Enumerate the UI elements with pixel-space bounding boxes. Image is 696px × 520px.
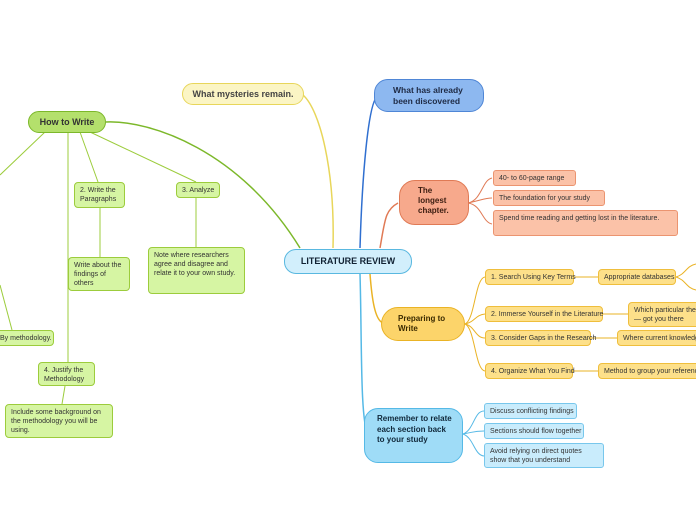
remember-item-3[interactable]: Avoid relying on direct quotes show that…	[484, 443, 604, 468]
link-how-analyze	[89, 131, 197, 183]
link-how-left	[0, 131, 46, 176]
link-center-how-to-write	[105, 121, 301, 249]
link-center-longest	[379, 202, 399, 249]
link-how-bymeth	[0, 284, 13, 331]
link-step1-more-2	[675, 276, 696, 291]
central-topic[interactable]: LITERATURE REVIEW	[284, 249, 412, 274]
link-how-paragraphs	[79, 131, 99, 183]
link-preparing-step-1	[464, 276, 486, 325]
link-longest-item-1	[467, 177, 493, 204]
preparing-step-4[interactable]: 4. Organize What You Find	[485, 363, 575, 379]
preparing-step-3-detail[interactable]: Where current knowledg	[617, 330, 696, 346]
link-remember-item-3	[462, 433, 485, 457]
link-justify-detail	[61, 385, 66, 405]
preparing-to-write-topic[interactable]: Preparing to Write	[381, 307, 465, 341]
justify-detail-node[interactable]: Include some background on the methodolo…	[5, 404, 113, 438]
analyze-node[interactable]: 3. Analyze	[176, 182, 220, 198]
link-preparing-step-2	[464, 313, 486, 325]
preparing-step-1-detail[interactable]: Appropriate databases	[598, 269, 676, 285]
justify-methodology-node[interactable]: 4. Justify the Methodology	[38, 362, 95, 386]
longest-item-2[interactable]: The foundation for your study	[493, 190, 605, 206]
longest-chapter-topic[interactable]: The longest chapter.	[399, 180, 469, 225]
link-center-mysteries	[302, 94, 334, 249]
discovered-topic[interactable]: What has already been discovered	[374, 79, 484, 112]
analyze-detail-node[interactable]: Note where researchers agree and disagre…	[148, 247, 245, 294]
remember-item-1[interactable]: Discuss conflicting findings	[484, 403, 577, 419]
preparing-step-4-detail[interactable]: Method to group your referenc	[598, 363, 696, 379]
write-paragraphs-node[interactable]: 2. Write the Paragraphs	[74, 182, 125, 208]
how-to-write-topic[interactable]: How to Write	[28, 111, 106, 133]
link-preparing-step-4	[464, 323, 486, 372]
by-methodology-node[interactable]: By methodology.	[0, 330, 54, 346]
longest-item-3[interactable]: Spend time reading and getting lost in t…	[493, 210, 678, 236]
link-preparing-step-3	[464, 323, 486, 339]
link-step1-more	[675, 263, 696, 278]
preparing-step-2-detail[interactable]: Which particular theo— got you there	[628, 302, 696, 327]
longest-item-1[interactable]: 40- to 60-page range	[493, 170, 576, 186]
remember-item-2[interactable]: Sections should flow together	[484, 423, 584, 439]
link-remember-item-2	[462, 430, 485, 435]
link-longest-item-3	[467, 202, 493, 225]
link-longest-item-2	[467, 197, 493, 204]
preparing-step-2[interactable]: 2. Immerse Yourself in the Literature	[485, 306, 603, 322]
link-remember-item-1	[462, 410, 485, 435]
remember-topic[interactable]: Remember to relate each section back to …	[364, 408, 463, 463]
link-center-preparing	[369, 273, 384, 324]
mysteries-topic[interactable]: What mysteries remain.	[182, 83, 304, 105]
preparing-step-3[interactable]: 3. Consider Gaps in the Research	[485, 330, 596, 346]
link-center-remember	[359, 273, 369, 436]
link-center-discovered	[359, 95, 379, 249]
preparing-step-1[interactable]: 1. Search Using Key Terms	[485, 269, 576, 285]
paragraphs-detail-node[interactable]: Write about the findings of others	[68, 257, 130, 291]
